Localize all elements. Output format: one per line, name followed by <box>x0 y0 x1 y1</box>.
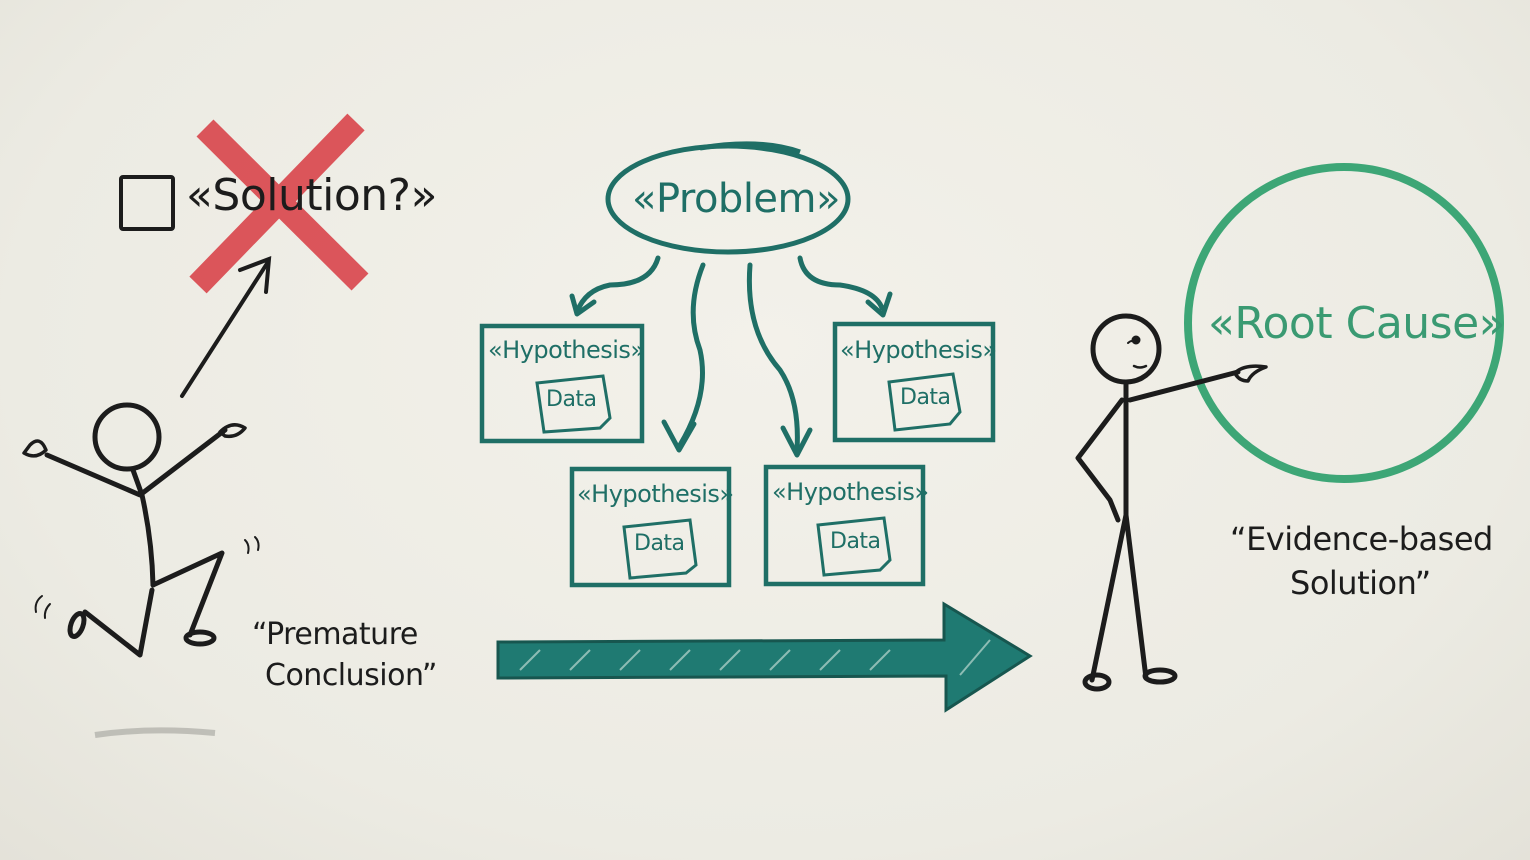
hypothesis-label-4: «Hypothesis» <box>772 478 929 506</box>
data-label-2: Data <box>900 385 951 410</box>
root-cause-label: «Root Cause» <box>1208 298 1506 349</box>
pointing-stick-figure <box>1075 313 1268 692</box>
evidence-caption-line1: “Evidence-based <box>1230 520 1493 558</box>
hypothesis-label-3: «Hypothesis» <box>577 480 734 508</box>
progress-arrow-icon <box>496 601 1033 713</box>
ground-smudge <box>94 727 216 738</box>
jumping-stick-figure <box>22 402 260 658</box>
hypothesis-boxes <box>479 321 996 588</box>
root-cause-circle <box>1184 163 1504 483</box>
hypothesis-label-1: «Hypothesis» <box>488 336 645 364</box>
solution-label: «Solution?» <box>186 170 437 221</box>
evidence-caption-line2: Solution” <box>1290 564 1431 602</box>
data-notes <box>535 372 962 580</box>
arrow-up-icon <box>180 255 272 398</box>
data-label-1: Data <box>546 387 597 412</box>
premature-caption-line2: Conclusion” <box>265 658 437 693</box>
cross-icon <box>189 113 369 294</box>
branch-arrows <box>569 255 893 458</box>
checkbox-icon <box>119 175 175 231</box>
data-label-4: Data <box>830 529 881 554</box>
problem-label: «Problem» <box>632 176 840 222</box>
data-label-3: Data <box>634 531 685 556</box>
hypothesis-label-2: «Hypothesis» <box>840 336 997 364</box>
premature-caption-line1: “Premature <box>252 617 418 652</box>
